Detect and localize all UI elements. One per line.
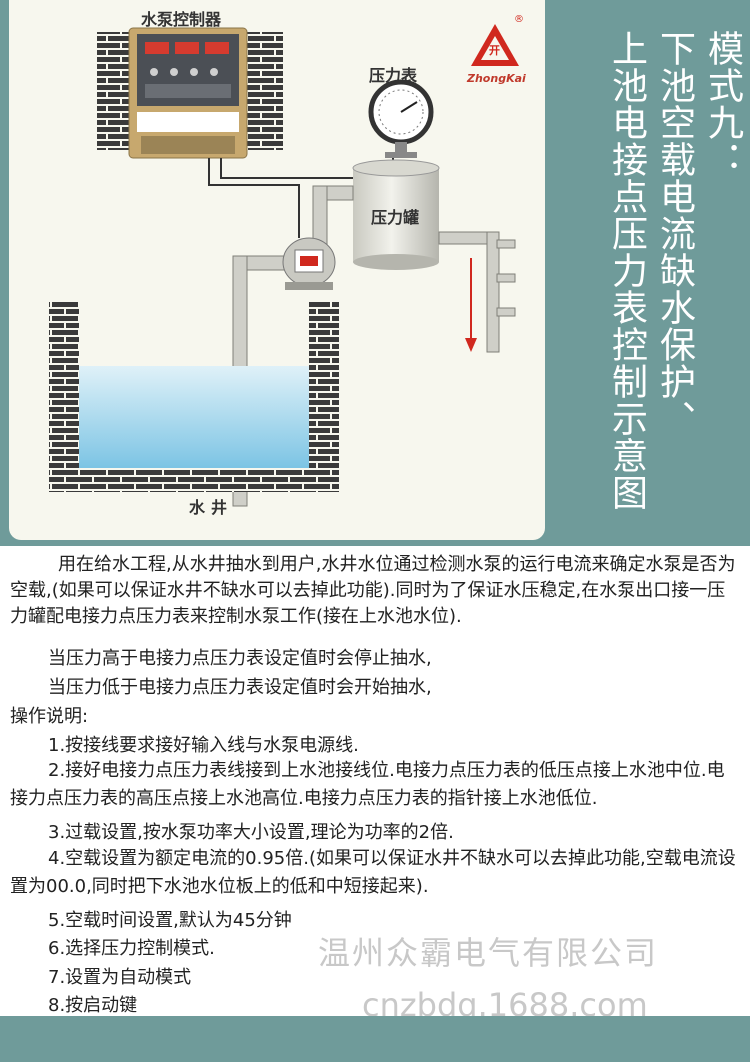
gauge-label: 压力表 xyxy=(369,66,418,85)
top-banner: 水泵控制器 压力表 压力罐 水井 开 ® ZhongKai 模式九： 下池空载电… xyxy=(0,0,750,546)
step-4: 4.空载设置为额定电流的0.95倍.(如果可以保证水井不缺水可以去掉此功能,空载… xyxy=(10,848,736,897)
step-8: 8.按启动键 xyxy=(48,995,138,1016)
step-7: 7.设置为自动模式 xyxy=(48,967,192,988)
controller-label: 水泵控制器 xyxy=(141,10,222,29)
water-well xyxy=(49,302,339,492)
tank-label: 压力罐 xyxy=(371,208,420,227)
zhongkai-logo xyxy=(471,24,519,66)
title-line-2: 下池空载电流缺水保护、 xyxy=(654,30,695,437)
logo-text: ZhongKai xyxy=(467,72,526,85)
start-rule: 当压力低于电接力点压力表设定值时会开始抽水, xyxy=(48,677,432,698)
description-section: 用在给水工程,从水井抽水到用户,水井水位通过检测水泵的运行电流来确定水泵是否为空… xyxy=(0,546,750,1024)
logo-char: 开 xyxy=(489,44,500,57)
watermark-company: 温州众霸电气有限公司 xyxy=(318,934,659,972)
pump-controller xyxy=(128,27,248,159)
stop-rule: 当压力高于电接力点压力表设定值时会停止抽水, xyxy=(48,648,432,669)
well-label: 水井 xyxy=(189,498,234,517)
pressure-tank xyxy=(352,159,440,270)
step-2: 2.接好电接力点压力表线接到上水池接线位.电接力点压力表的低压点接上水池中位.电… xyxy=(10,760,725,809)
step-3: 3.过载设置,按水泵功率大小设置,理论为功率的2倍. xyxy=(48,822,454,843)
step-5: 5.空载时间设置,默认为45分钟 xyxy=(48,910,292,931)
operations-heading: 操作说明: xyxy=(10,706,89,727)
schematic-drawing xyxy=(49,24,519,507)
title-line-1: 模式九： xyxy=(702,30,743,178)
footer-band xyxy=(0,1016,750,1062)
logo-registered-mark: ® xyxy=(514,14,524,25)
step-1: 1.按接线要求接好输入线与水泵电源线. xyxy=(48,735,359,756)
intro-paragraph: 用在给水工程,从水井抽水到用户,水井水位通过检测水泵的运行电流来确定水泵是否为空… xyxy=(10,554,736,627)
title-line-3: 上池电接点压力表控制示意图 xyxy=(606,30,647,511)
vertical-title: 模式九： 下池空载电流缺水保护、 上池电接点压力表控制示意图 xyxy=(550,30,750,530)
schematic-diagram: 水泵控制器 压力表 压力罐 水井 开 ® ZhongKai xyxy=(9,0,545,540)
pressure-gauge xyxy=(368,79,434,158)
step-6: 6.选择压力控制模式. xyxy=(48,938,215,959)
water-pump xyxy=(282,237,336,290)
